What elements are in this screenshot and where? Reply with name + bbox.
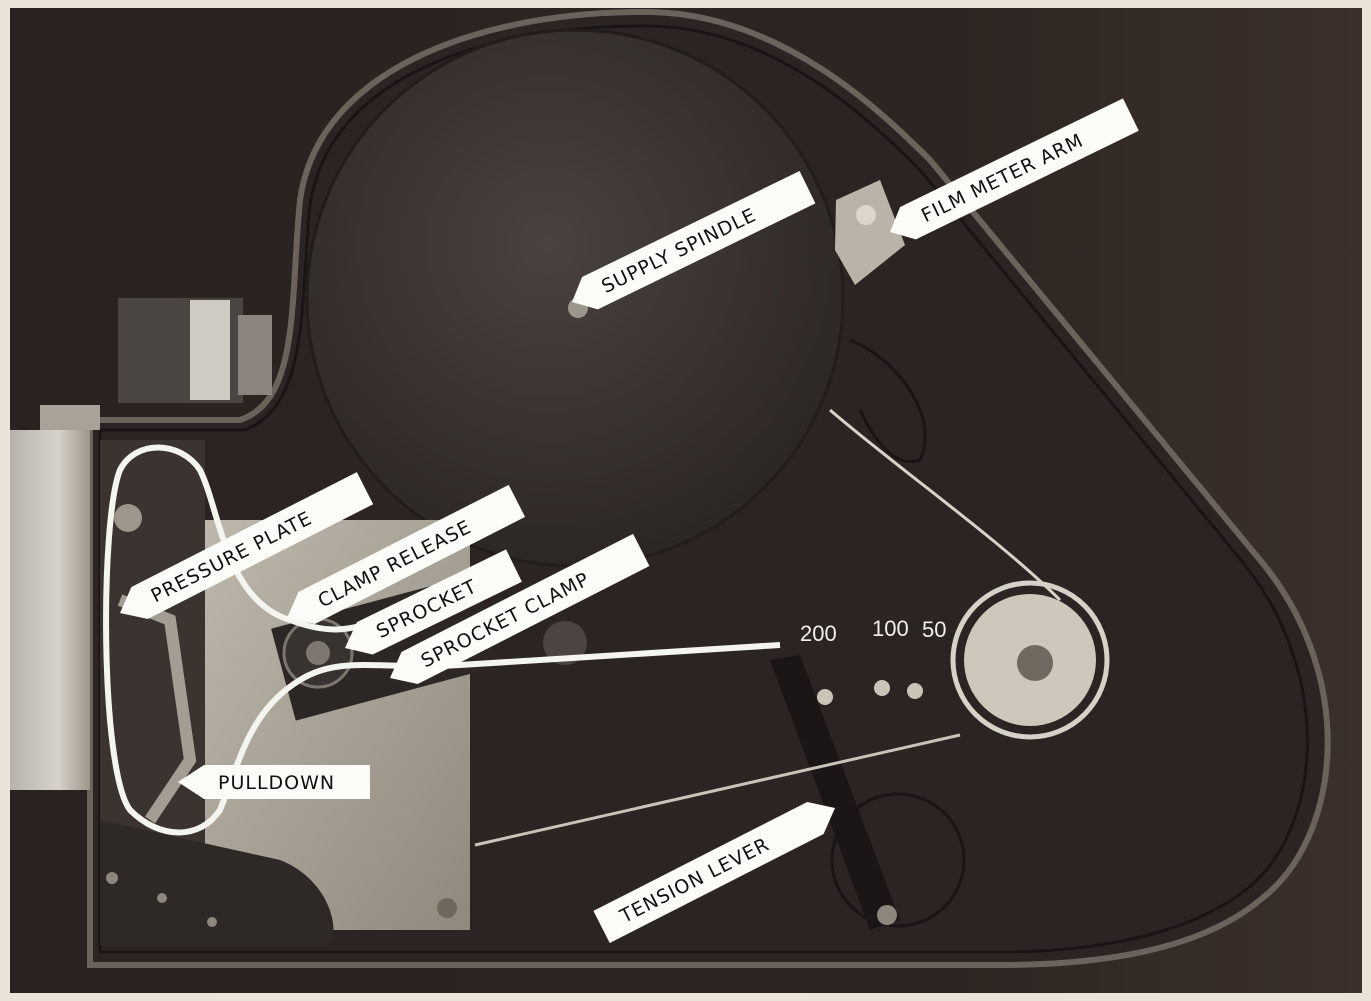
film-strip <box>103 444 781 836</box>
film-meter-arm <box>835 180 905 285</box>
film-meter-screw <box>856 205 876 225</box>
scale-200: 200 <box>800 621 837 646</box>
scale-dot <box>907 683 923 699</box>
label-pulldown: PULLDOWN <box>218 772 335 794</box>
takeup-spindle-nut <box>1017 645 1053 681</box>
body-rivet <box>207 917 217 927</box>
scale-100: 100 <box>872 616 909 641</box>
sprocket-hub <box>306 641 330 665</box>
sprocket-clamp-knob <box>543 621 587 665</box>
film-meter-wire <box>849 338 927 464</box>
plate-screw <box>437 898 457 918</box>
pulldown-pivot <box>114 504 142 532</box>
bottom-guard-plate <box>100 820 334 945</box>
callout-pulldown: PULLDOWN <box>178 765 370 799</box>
camera-body-inner-rim <box>98 24 1309 954</box>
hinge-block-face <box>190 300 230 400</box>
tension-lever-dial <box>830 792 966 928</box>
film-strip-lower <box>474 733 961 847</box>
body-rivet <box>106 872 118 884</box>
scale-50: 50 <box>922 617 946 642</box>
hinge-block-edge <box>238 315 272 395</box>
scale-dot <box>874 680 890 696</box>
lens-housing-top <box>40 405 100 430</box>
scale-dot <box>817 689 833 705</box>
body-rivet <box>157 893 167 903</box>
tension-lever-pivot <box>877 905 897 925</box>
tension-lever <box>770 655 900 930</box>
film-strip-upper <box>829 408 1062 602</box>
lens-housing <box>10 430 90 790</box>
